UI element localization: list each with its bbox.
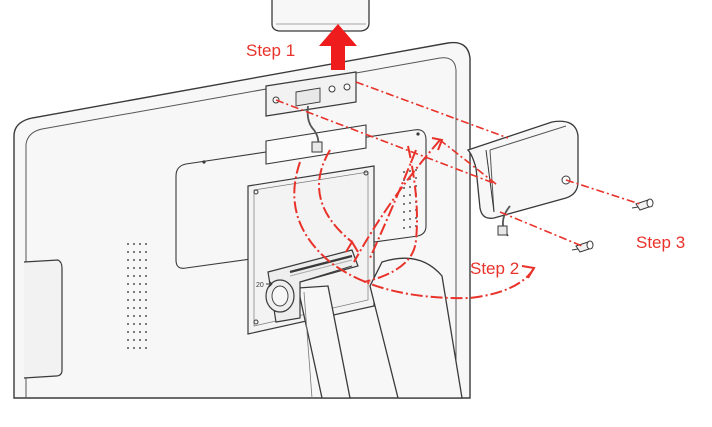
screw-lower: [571, 240, 594, 253]
step3-label: Step 3: [636, 233, 685, 252]
assembly-guide-lines: [275, 81, 641, 247]
step1-label: Step 1: [246, 41, 295, 60]
step2-label: Step 2: [470, 259, 519, 278]
step1-up-arrow: [319, 24, 357, 70]
side-port-cover: [23, 259, 63, 379]
bracket-marking: 20: [256, 282, 264, 289]
screw-upper: [631, 198, 654, 211]
speaker-grille-left: [127, 243, 147, 349]
removed-top-cover: [271, 0, 370, 32]
accessory-module: [466, 120, 579, 237]
top-mount-bracket: [265, 71, 357, 153]
step2-rotation-arrows: [293, 139, 535, 300]
stand: 20: [256, 249, 463, 399]
step2-arrow-heads: [345, 137, 536, 279]
